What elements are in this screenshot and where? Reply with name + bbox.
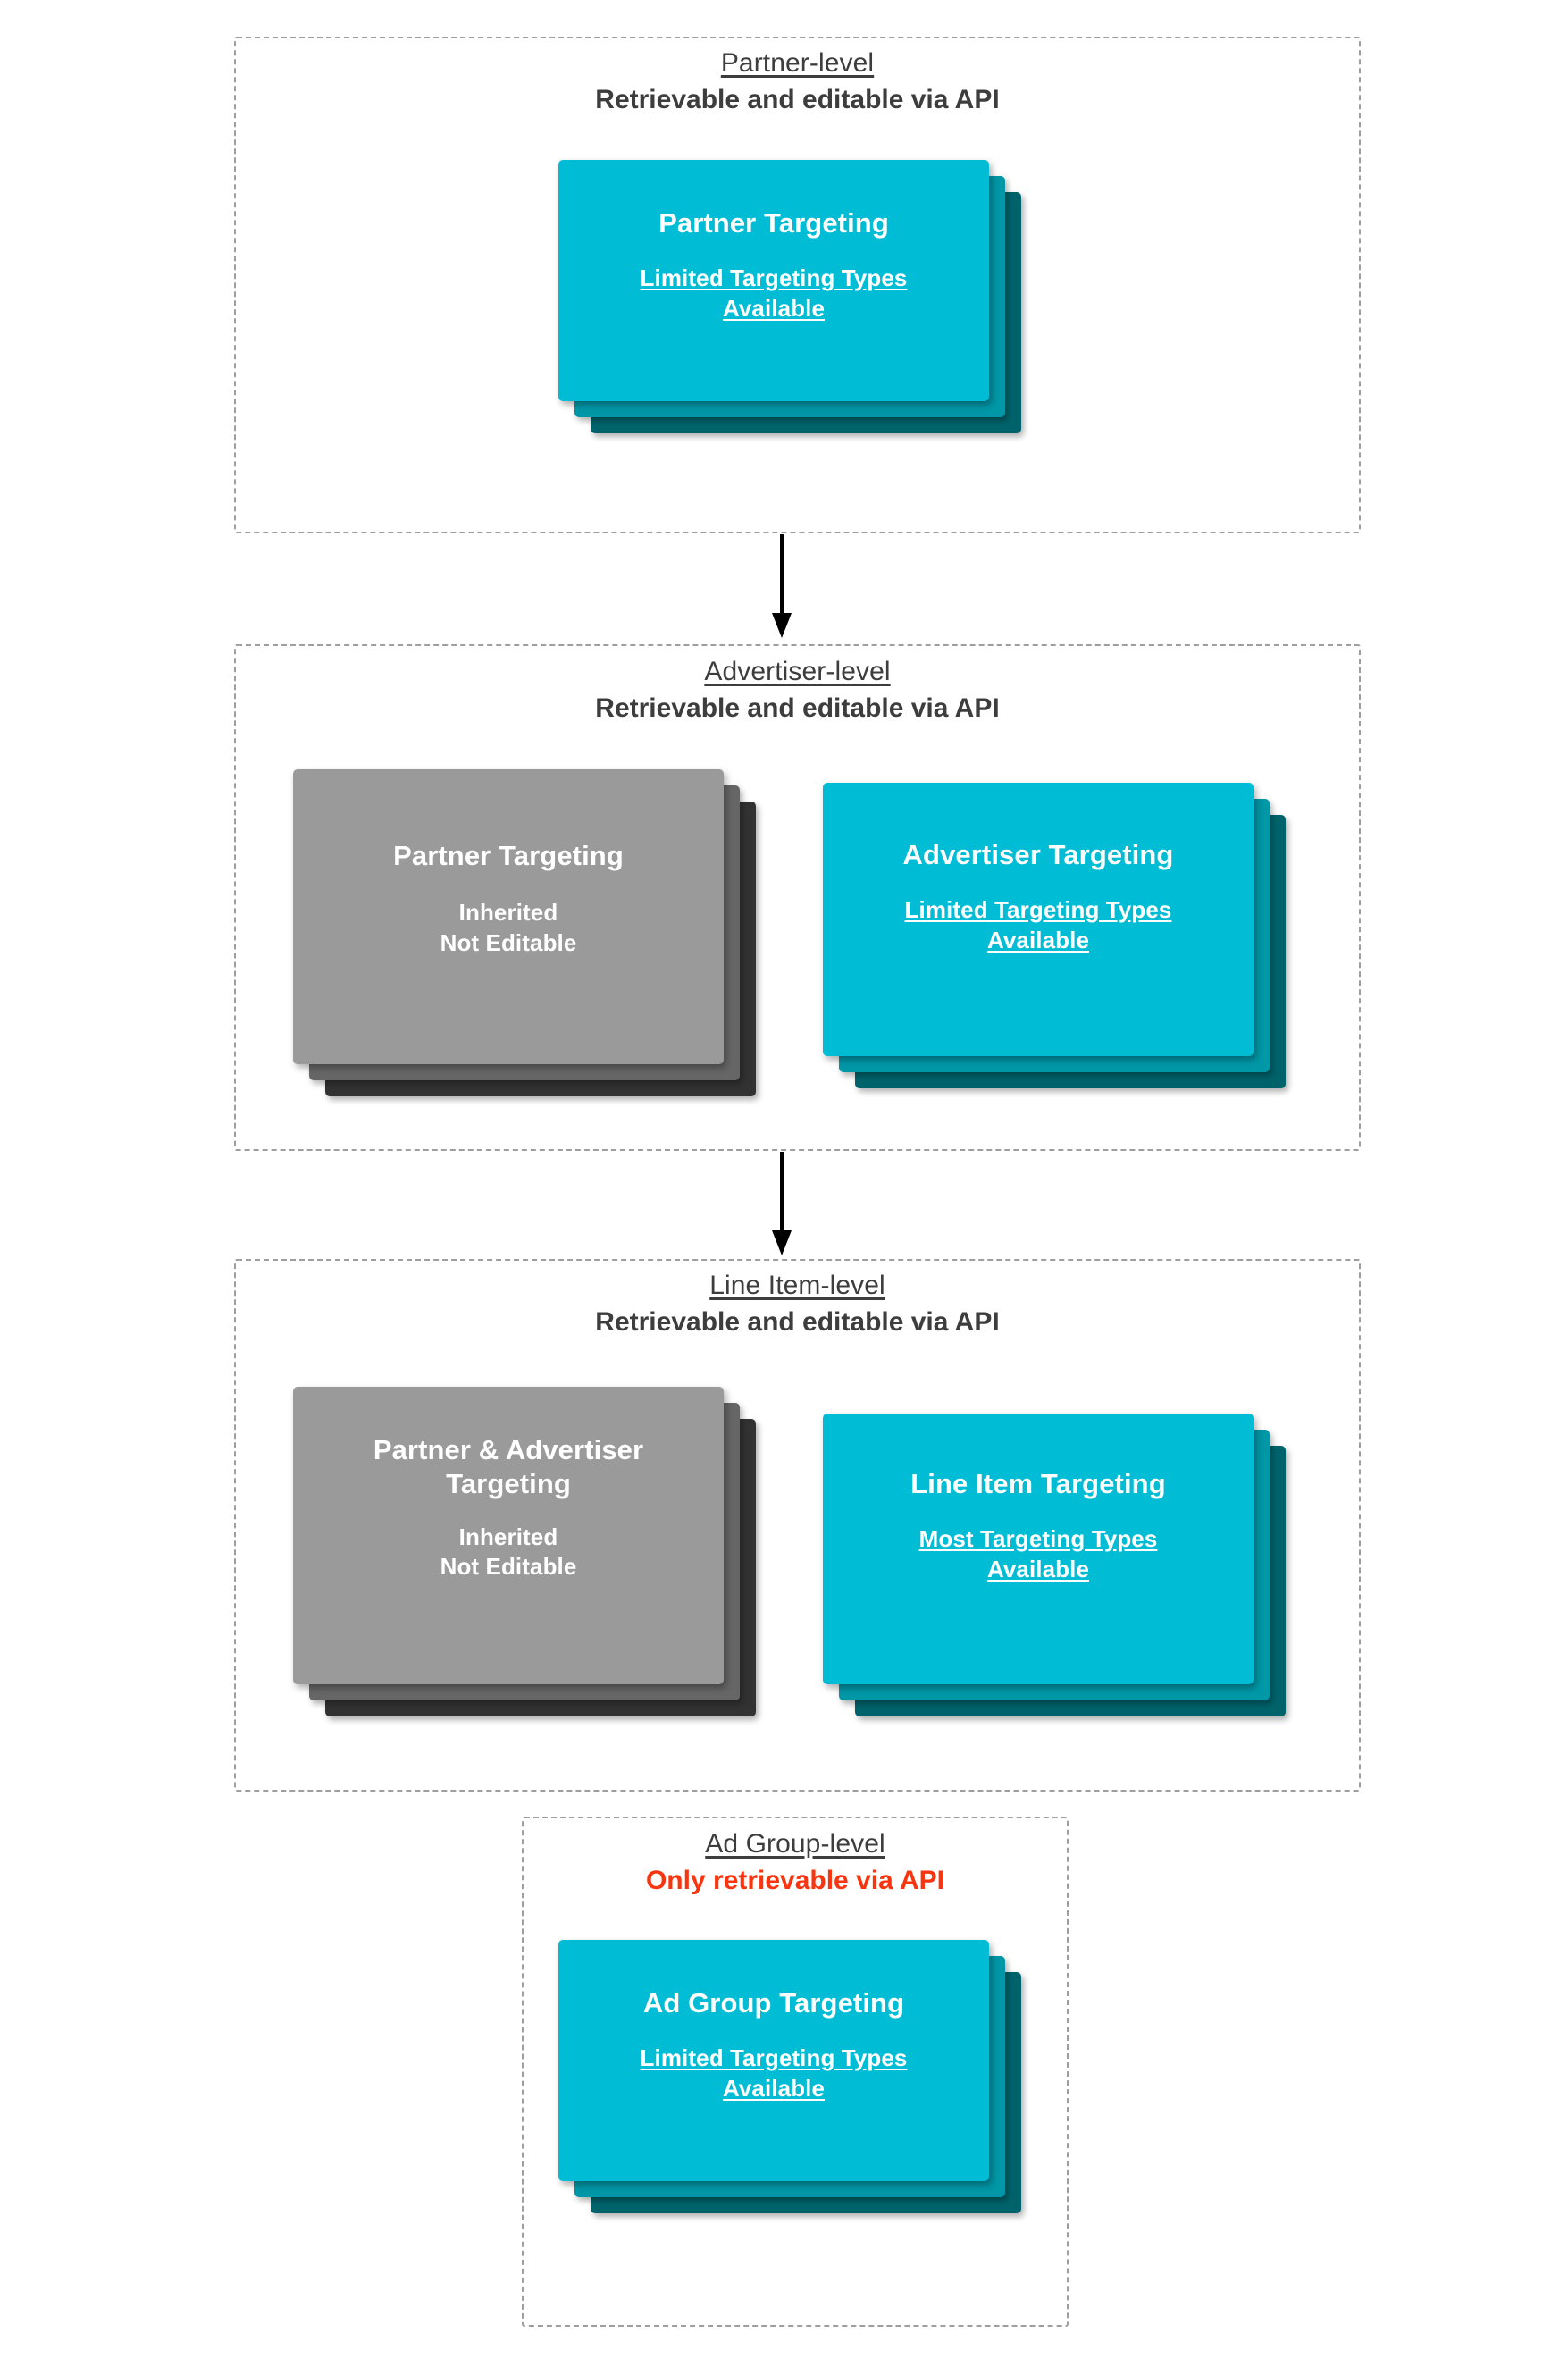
card-layer-front: Partner Targeting Inherited Not Editable [293,769,724,1064]
card-note-line-1: Limited Targeting Types [640,2044,908,2071]
card-note-line-2: Available [986,1555,1090,1582]
card-stack-partner-targeting[interactable]: Partner Targeting Limited Targeting Type… [558,160,1021,433]
card-note: Limited Targeting Types Available [905,895,1172,956]
card-note-line-1: Inherited [458,898,558,926]
card-stack-advertiser-targeting[interactable]: Advertiser Targeting Limited Targeting T… [823,783,1286,1088]
card-note-line-2: Not Editable [440,928,577,956]
card-title: Ad Group Targeting [642,1987,905,2019]
card-note-line-2: Not Editable [440,1553,577,1581]
card-note-line-2: Available [722,2074,826,2102]
level-api-note-line-item: Retrievable and editable via API [595,1306,1000,1337]
card-note-line-2: Available [986,926,1090,953]
level-heading-partner: Partner-level Retrievable and editable v… [234,47,1361,116]
card-layer-front: Line Item Targeting Most Targeting Types… [823,1414,1254,1684]
level-heading-ad-group: Ad Group-level Only retrievable via API [522,1828,1069,1897]
card-note-line-1: Inherited [458,1523,558,1550]
card-note-line-1: Most Targeting Types [918,1524,1158,1552]
connector-partner-to-advertiser [772,534,792,638]
card-note: Inherited Not Editable [440,898,577,959]
level-box-partner [234,37,1361,533]
card-note: Limited Targeting Types Available [641,264,908,324]
level-title-line-item: Line Item-level [709,1271,885,1300]
level-api-note-advertiser: Retrievable and editable via API [595,692,1000,723]
card-title: Partner Targeting [393,840,624,871]
level-title-advertiser: Advertiser-level [704,657,891,686]
card-layer-front: Partner & Advertiser Targeting Inherited… [293,1387,724,1684]
card-layer-front: Ad Group Targeting Limited Targeting Typ… [558,1940,989,2181]
level-api-note-ad-group: Only retrievable via API [645,1865,945,1895]
level-heading-line-item: Line Item-level Retrievable and editable… [234,1270,1361,1339]
card-stack-line-item-inherited[interactable]: Partner & Advertiser Targeting Inherited… [293,1387,756,1716]
level-box-line-item [234,1259,1361,1792]
card-stack-ad-group-targeting[interactable]: Ad Group Targeting Limited Targeting Typ… [558,1940,1021,2213]
card-title: Partner & Advertiser Targeting [373,1434,644,1499]
level-title-partner: Partner-level [720,48,875,78]
level-box-ad-group [522,1817,1069,2327]
card-note-line-1: Limited Targeting Types [640,264,908,291]
card-note: Limited Targeting Types Available [641,2044,908,2104]
card-layer-front: Advertiser Targeting Limited Targeting T… [823,783,1254,1056]
connector-advertiser-to-line-item [772,1152,792,1255]
level-box-advertiser [234,644,1361,1151]
card-stack-line-item-targeting[interactable]: Line Item Targeting Most Targeting Types… [823,1414,1286,1716]
card-layer-front: Partner Targeting Limited Targeting Type… [558,160,989,401]
card-stack-advertiser-inherited-partner[interactable]: Partner Targeting Inherited Not Editable [293,769,756,1096]
card-title: Partner Targeting [658,207,889,239]
level-heading-advertiser: Advertiser-level Retrievable and editabl… [234,656,1361,725]
level-title-ad-group: Ad Group-level [705,1829,885,1859]
card-note: Most Targeting Types Available [919,1524,1158,1585]
card-note: Inherited Not Editable [440,1523,577,1583]
card-note-line-2: Available [722,294,826,322]
card-title: Line Item Targeting [910,1468,1166,1499]
level-api-note-partner: Retrievable and editable via API [595,84,1000,114]
card-note-line-1: Limited Targeting Types [904,895,1172,923]
card-title: Advertiser Targeting [902,839,1174,870]
